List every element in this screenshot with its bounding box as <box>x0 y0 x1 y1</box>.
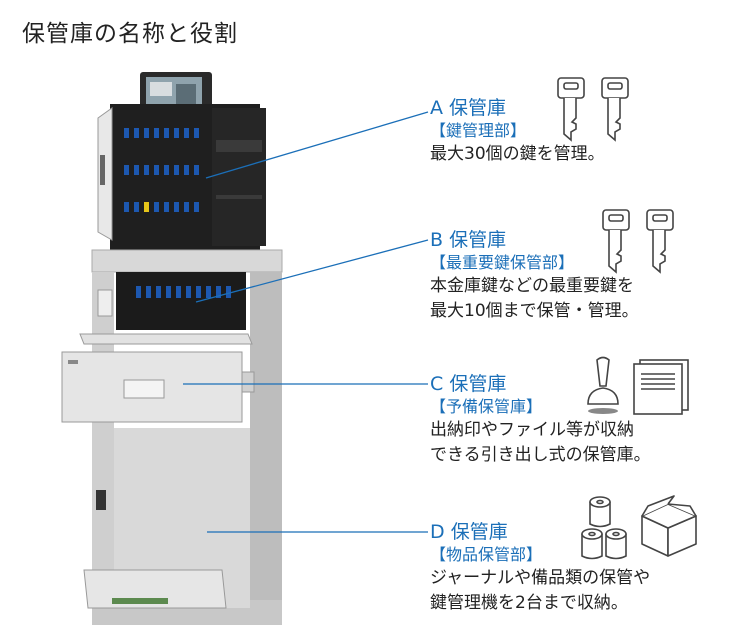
section-b-heading: B 保管庫 <box>430 229 507 251</box>
section-c-heading: C 保管庫 <box>430 373 507 395</box>
section-a-subtitle: 【鍵管理部】 <box>430 121 527 140</box>
section-b-subtitle: 【最重要鍵保管部】 <box>430 253 575 272</box>
stamp-icon <box>587 356 619 414</box>
key-management-unit <box>97 72 266 250</box>
section-a-desc-1: 最大30個の鍵を管理。 <box>430 144 605 164</box>
section-b-desc-1: 本金庫鍵などの最重要鍵を <box>430 276 634 296</box>
top-secure-unit <box>79 272 253 345</box>
section-c-desc-1: 出納印やファイル等が収納 <box>430 420 634 440</box>
section-c-desc-2: できる引き出し式の保管庫。 <box>430 445 651 465</box>
section-a: A 保管庫 【鍵管理部】 最大30個の鍵を管理。 <box>430 96 605 167</box>
section-c: C 保管庫 【予備保管庫】 出納印やファイル等が収納 できる引き出し式の保管庫。 <box>430 372 651 468</box>
box-icon <box>641 495 697 557</box>
section-b: B 保管庫 【最重要鍵保管部】 本金庫鍵などの最重要鍵を 最大10個まで保管・管… <box>430 228 639 324</box>
section-d-heading: D 保管庫 <box>430 521 508 543</box>
section-d-subtitle: 【物品保管部】 <box>430 545 543 564</box>
section-a-heading: A 保管庫 <box>430 97 507 119</box>
item-storage-unit <box>83 428 250 609</box>
cabinet-illustration <box>61 72 429 625</box>
paper-roll-icon <box>581 496 627 560</box>
section-d: D 保管庫 【物品保管部】 ジャーナルや備品類の保管や 鍵管理機を2台まで収納。 <box>430 520 650 616</box>
key-icon <box>602 209 674 274</box>
section-d-desc-2: 鍵管理機を2台まで収納。 <box>430 593 628 613</box>
section-b-desc-2: 最大10個まで保管・管理。 <box>430 301 639 321</box>
drawer-unit <box>61 351 255 423</box>
page-title: 保管庫の名称と役割 <box>22 21 238 47</box>
document-icon <box>633 359 689 415</box>
section-d-desc-1: ジャーナルや備品類の保管や <box>430 568 651 588</box>
key-icon <box>557 77 629 142</box>
cabinet-body <box>91 249 283 625</box>
leader-lines <box>183 111 429 533</box>
section-c-subtitle: 【予備保管庫】 <box>430 397 543 416</box>
